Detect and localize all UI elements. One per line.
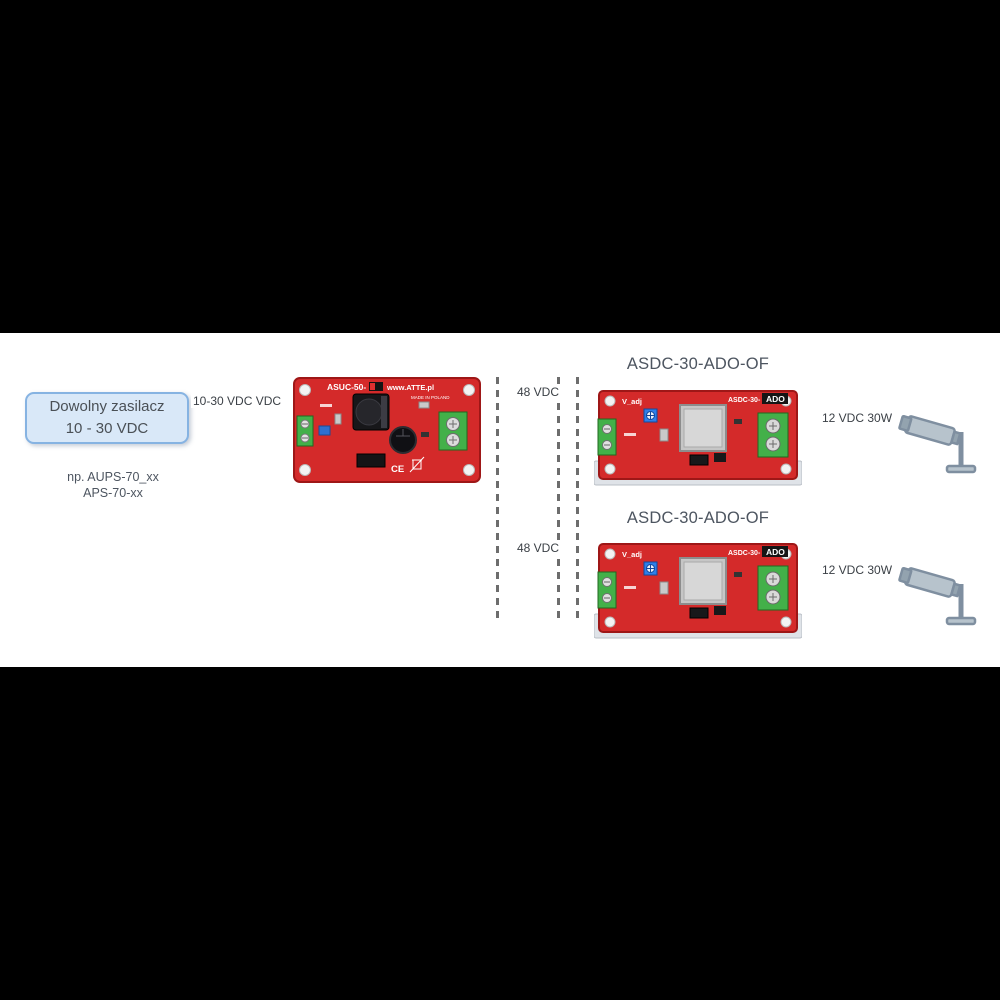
terminal-block-left [296,415,314,447]
terminal-block-left [597,418,617,456]
ce-mark-text: CE [391,464,404,475]
blue-component [318,425,331,436]
input-voltage-label: 10-30 VDC VDC [191,394,284,408]
board-model-text: ASDC-30- [728,550,761,557]
power-source-box: Dowolny zasilacz 10 - 30 VDC [25,392,189,444]
board-model-text: ASUC-50- [327,382,366,392]
power-source-note: np. AUPS-70_xx APS-70-xx [33,470,193,501]
bus2-voltage-label: 48 VDC [515,541,562,555]
terminal-block-left [597,571,617,609]
capacitor-component [389,426,417,454]
bus-dash-line-2 [557,377,560,623]
terminal-block-right [757,412,789,458]
cctv-camera-icon-2 [898,566,977,626]
terminal-block-right [438,411,468,451]
bus-dash-line-1 [496,377,499,623]
ic-chip [689,607,709,619]
brand-logo-text: ADO [766,394,785,404]
vadj-label-text: V_adj [622,550,642,559]
ic-chip [356,453,386,468]
mounting-holes [604,548,792,628]
converter-board-asuc: ASUC-50- www.ATTE.pl MADE IN POLAND [293,377,481,483]
diagram-white-band [0,333,1000,667]
brand-logo-icon [369,382,383,391]
trimmer-pot [643,408,658,423]
shielded-module [679,557,727,605]
receiver-board-1: V_adj ASDC-30- ADO [594,390,802,486]
power-source-line1: Dowolny zasilacz [49,398,165,416]
made-in-text: MADE IN POLAND [411,395,450,400]
inductor-component [352,393,390,431]
brand-logo-icon [762,393,788,404]
brand-logo-text: ADO [766,547,785,557]
cctv-camera-icon-1 [898,414,977,474]
receiver-board-2: V_adj ASDC-30- ADO [594,543,802,639]
bus-dash-line-3 [576,377,579,623]
receiver2-title: ASDC-30-ADO-OF [626,509,770,527]
board-model-text: ASDC-30- [728,397,761,404]
power-source-note-line2: APS-70-xx [83,485,143,500]
ic-chip [689,454,709,466]
terminal-block-right [757,565,789,611]
bus1-voltage-label: 48 VDC [515,385,562,399]
trimmer-pot [643,561,658,576]
power-source-line2: 10 - 30 VDC [65,420,149,437]
vadj-label-text: V_adj [622,397,642,406]
weee-bin-icon [409,456,425,473]
shielded-module [679,404,727,452]
power-source-note-line1: np. AUPS-70_xx [67,470,159,484]
receiver1-title: ASDC-30-ADO-OF [626,355,770,373]
brand-logo-icon [762,546,788,557]
mounting-holes [299,384,475,476]
output2-label: 12 VDC 30W [820,563,895,577]
output1-label: 12 VDC 30W [820,411,895,425]
board-url-text: www.ATTE.pl [386,383,434,392]
